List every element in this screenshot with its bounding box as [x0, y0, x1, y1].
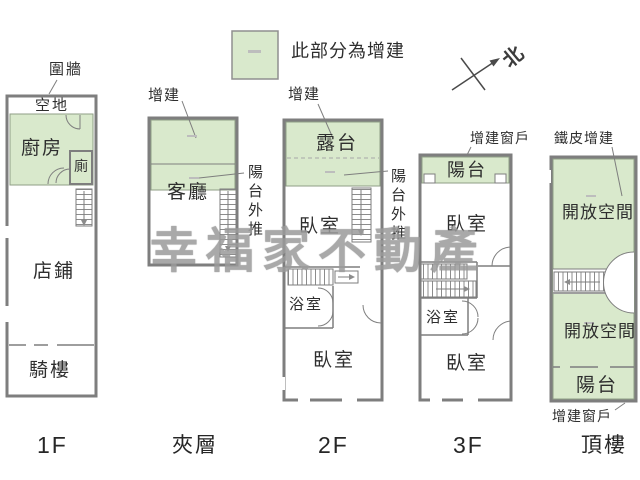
room-balcony-rooftop: 陽台	[576, 375, 619, 396]
legend-swatch	[231, 30, 279, 80]
room-living: 客廳	[167, 182, 210, 203]
room-balcony-3f: 陽台	[447, 160, 487, 180]
stair-arrow	[349, 274, 355, 280]
room-kitchen: 廚房	[21, 138, 64, 159]
door-arc	[55, 168, 71, 184]
door-arc	[461, 317, 479, 335]
room-arcade: 騎樓	[29, 360, 72, 381]
stairs-3f-upper	[420, 263, 468, 280]
floor-label-1f: 1F	[37, 432, 68, 458]
stair-arrow	[464, 286, 470, 292]
annotation-added-window-3f: 增建窗戶	[470, 130, 530, 146]
room-bedroom-2f-lower: 臥室	[313, 350, 356, 371]
toilet-room	[69, 150, 93, 185]
room-open-space-upper: 開放空間	[562, 203, 634, 222]
door-arc	[317, 287, 334, 304]
area-annotations	[187, 50, 596, 324]
plan-3f	[418, 146, 513, 403]
room-open-ground: 空地	[35, 97, 70, 114]
room-bedroom-3f-upper: 臥室	[446, 214, 489, 235]
room-bedroom-2f-upper: 臥室	[299, 216, 342, 237]
door-arc	[492, 320, 513, 341]
room-bathroom-3f: 浴室	[426, 309, 461, 326]
door-arc	[362, 304, 382, 324]
room-bathroom-2f: 浴室	[289, 296, 324, 313]
stair-arrow	[81, 220, 87, 226]
door-arc	[461, 300, 479, 318]
leader-metal-addition	[611, 146, 623, 197]
leader-fence	[48, 79, 58, 95]
annotation-addition-mezz: 增建	[148, 87, 181, 104]
annotation-balcony-pushed-mezz: 陽台外推	[246, 164, 263, 240]
leader-balcony-pushed	[343, 170, 389, 176]
floor-label-3f: 3F	[453, 432, 484, 458]
leader-addition	[317, 103, 333, 137]
leader-added-window	[466, 146, 472, 156]
annotation-added-window-rooftop: 增建窗戶	[552, 408, 612, 424]
annotation-addition-2f: 增建	[288, 86, 321, 103]
stairs-2f-lower	[287, 268, 334, 286]
floor-label-mezzanine: 夾層	[172, 434, 218, 457]
room-shop: 店鋪	[33, 261, 76, 282]
leader-added-window	[614, 402, 626, 411]
door-arc	[603, 251, 635, 314]
room-bedroom-3f-lower: 臥室	[446, 353, 489, 374]
stair-arrow	[358, 230, 364, 236]
watermark: 幸福家不動產	[150, 225, 487, 278]
annotation-fence: 圍牆	[49, 61, 84, 78]
plan-1f	[5, 79, 98, 398]
annotation-balcony-pushed-2f: 陽台外推	[389, 168, 406, 244]
annotation-metal-addition: 鐵皮增建	[554, 130, 614, 146]
north-arrow	[451, 57, 500, 91]
door-arc	[65, 114, 81, 130]
room-toilet: 廁	[74, 158, 90, 174]
floor-label-rooftop: 頂樓	[581, 434, 627, 457]
leader-addition	[181, 100, 197, 139]
plan-2f	[281, 103, 389, 402]
floor-label-2f: 2F	[318, 432, 349, 458]
door-arc	[491, 246, 512, 267]
stair-arrow	[225, 246, 231, 252]
plan-rooftop	[547, 146, 638, 411]
room-open-space-lower: 開放空間	[564, 322, 636, 341]
leader-balcony-pushed	[198, 172, 245, 179]
door-arc	[47, 167, 65, 185]
stair-arrow	[564, 279, 570, 285]
door-arc	[317, 310, 334, 327]
legend-text: 此部分為增建	[291, 41, 405, 61]
room-terrace: 露台	[316, 133, 359, 154]
